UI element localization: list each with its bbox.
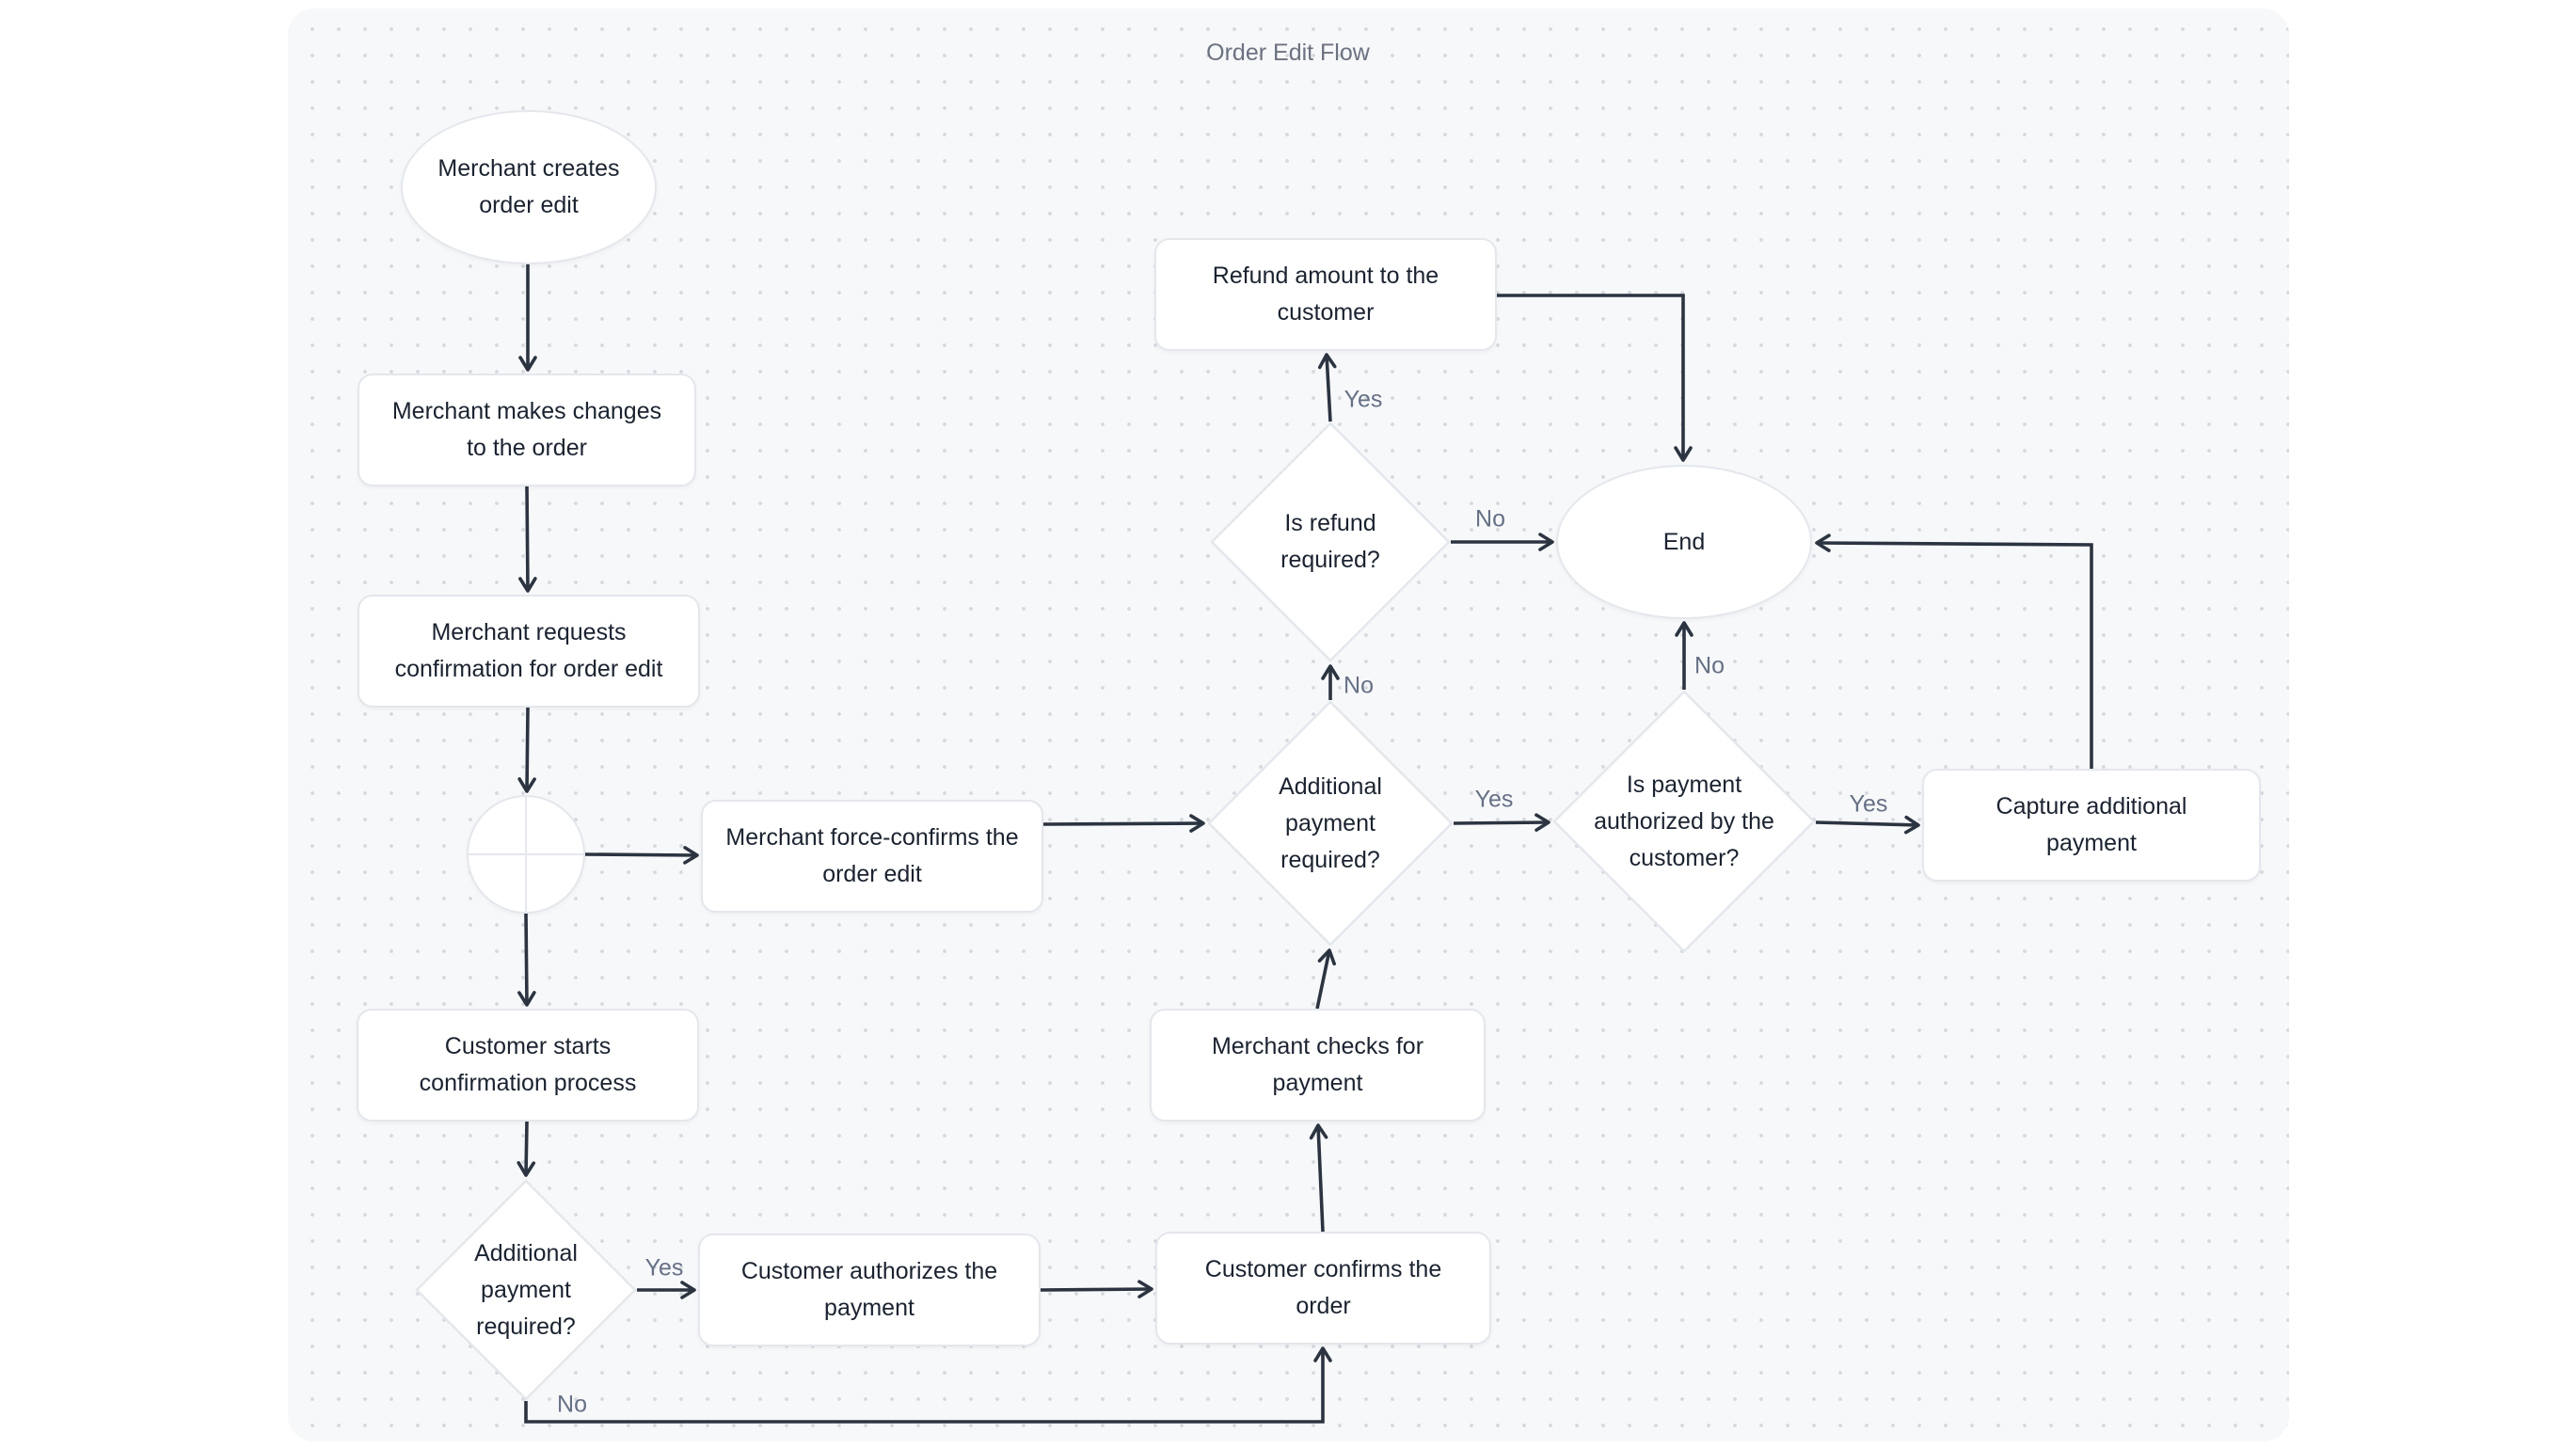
node-label: Additional payment required?: [474, 1239, 578, 1340]
node-refund-amount[interactable]: Refund amount to the customer: [1154, 238, 1497, 351]
node-label: Merchant force-confirms the order edit: [725, 824, 1019, 887]
node-end[interactable]: End: [1556, 465, 1812, 619]
node-label: Customer authorizes the payment: [740, 1258, 998, 1321]
node-check-payment[interactable]: Merchant checks for payment: [1150, 1009, 1486, 1122]
node-force-confirm[interactable]: Merchant force-confirms the order edit: [701, 800, 1043, 913]
edge-label-yes: Yes: [644, 1254, 684, 1282]
diamond-shape: [1210, 422, 1451, 662]
node-label: Merchant requests confirmation for order…: [394, 619, 663, 682]
edge-label-no: No: [1694, 652, 1725, 679]
node-label: Merchant creates order edit: [437, 155, 620, 218]
node-make-changes[interactable]: Merchant makes changes to the order: [358, 374, 696, 486]
node-payment-authorized[interactable]: Is payment authorized by the customer?: [1552, 690, 1816, 953]
node-start-confirmation[interactable]: Customer starts confirmation process: [357, 1009, 699, 1122]
node-label: Refund amount to the customer: [1212, 263, 1439, 326]
node-start[interactable]: Merchant creates order edit: [401, 110, 657, 264]
node-capture-payment[interactable]: Capture additional payment: [1922, 769, 2261, 882]
edge-label-yes: Yes: [1344, 386, 1383, 413]
diamond-shape: [1207, 700, 1454, 947]
edge-label-yes: Yes: [1474, 786, 1514, 813]
edge-label-yes: Yes: [1849, 790, 1888, 818]
diamond-shape: [1552, 690, 1816, 953]
node-label: Is refund required?: [1280, 510, 1380, 573]
node-authorize-payment[interactable]: Customer authorizes the payment: [698, 1234, 1041, 1346]
node-label: Merchant checks for payment: [1211, 1033, 1424, 1096]
node-label: Capture additional payment: [1996, 793, 2187, 856]
node-label: Customer starts confirmation process: [419, 1033, 637, 1096]
node-confirm-order[interactable]: Customer confirms the order: [1155, 1232, 1491, 1345]
node-request-confirmation[interactable]: Merchant requests confirmation for order…: [358, 595, 700, 708]
node-refund-required[interactable]: Is refund required?: [1210, 422, 1451, 662]
diagram-title: Order Edit Flow: [1206, 40, 1370, 66]
node-additional-payment-merchant[interactable]: Additional payment required?: [1207, 700, 1454, 947]
edge-label-no: No: [1344, 672, 1374, 699]
node-branch-junction[interactable]: [467, 795, 585, 914]
diamond-shape: [415, 1179, 637, 1401]
node-label: Is payment authorized by the customer?: [1594, 771, 1774, 871]
node-label: Additional payment required?: [1279, 772, 1382, 873]
node-additional-payment-customer[interactable]: Additional payment required?: [415, 1179, 637, 1401]
node-label: Customer confirms the order: [1204, 1256, 1442, 1319]
edge-label-no: No: [1475, 505, 1505, 533]
edge-label-no: No: [557, 1391, 587, 1418]
node-label: Merchant makes changes to the order: [391, 398, 662, 461]
node-label: End: [1662, 528, 1706, 555]
